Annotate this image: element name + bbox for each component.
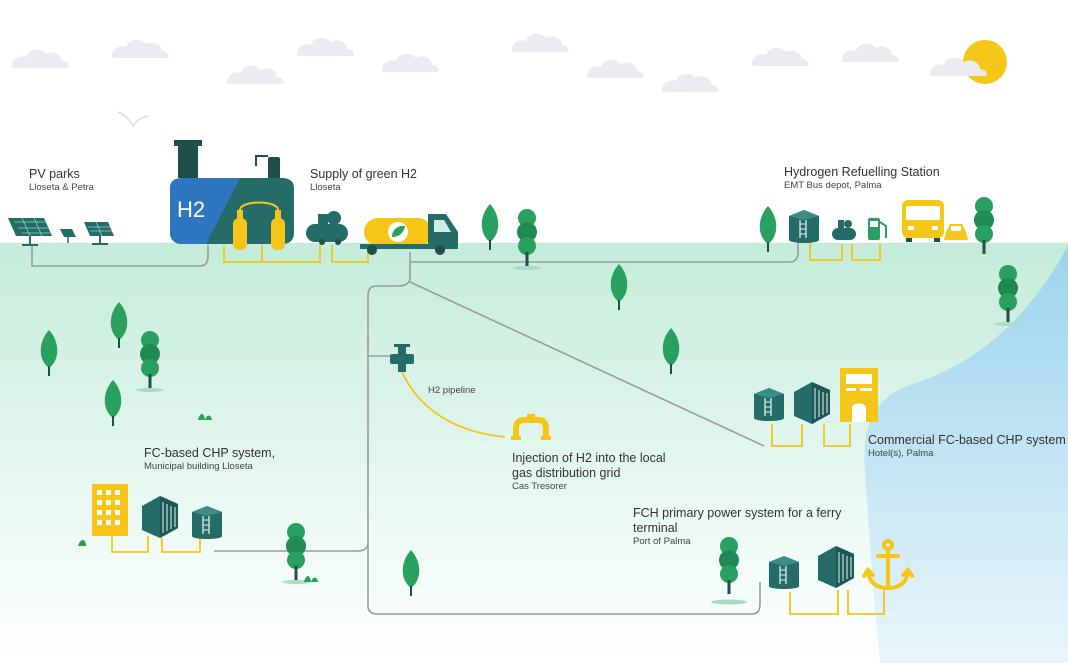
compressor-icon [306,211,348,245]
cloud [587,59,644,78]
bush-icon [198,414,212,420]
bird-icon [117,111,149,128]
storage-tank-icon [191,505,223,540]
refuelling-station-label: Hydrogen Refuelling Station EMT Bus depo… [784,165,940,192]
cloud [512,33,569,52]
pv-panels-icon [8,217,114,246]
cloud [382,53,439,72]
municipal-chp-location: Municipal building Lloseta [144,461,253,472]
green-h2-supply-location: Lloseta [310,182,341,193]
energy-links [111,242,885,615]
cloud [752,47,809,66]
ferry-terminal-label: FCH primary power system for a ferry ter… [633,506,841,548]
grid-injection-title-line2: gas distribution grid [512,466,621,480]
green-h2-supply-title: Supply of green H2 [310,167,418,181]
valve-icon [390,344,414,372]
cloud [112,39,169,58]
cloud [662,73,719,92]
fuel-pump-icon [868,218,887,240]
gas-grid-injection-icon [511,414,551,440]
anchor-icon [862,539,914,591]
bush-icon [78,540,86,546]
grid-injection-title-line1: Injection of H2 into the local [512,451,666,465]
hotel-icon [840,368,878,422]
pv-parks-location: Lloseta & Petra [29,182,94,193]
commercial-chp-label: Commercial FC-based CHP system Hotel(s),… [868,433,1066,460]
cloud [842,43,899,62]
distribution-network [31,242,799,615]
ferry-terminal-location: Port of Palma [633,536,691,547]
compressor-icon [832,220,856,240]
grid-injection-label: Injection of H2 into the local gas distr… [512,451,666,493]
commercial-chp-location: Hotel(s), Palma [868,448,934,459]
storage-tank-icon [788,209,820,244]
h2-pipeline-label: H2 pipeline [428,385,476,396]
municipal-building-icon [92,484,128,536]
cloud [227,65,284,84]
bush-icon [304,576,318,582]
pv-parks-label: PV parks Lloseta & Petra [29,167,94,194]
refuelling-station-location: EMT Bus depot, Palma [784,180,882,191]
grid-injection-location: Cas Tresorer [512,481,567,492]
municipal-chp-title: FC-based CHP system, [144,446,276,460]
h2-production-plant [170,140,294,250]
ferry-terminal-title-line1: FCH primary power system for a ferry [633,506,842,520]
ferry-terminal-title-line2: terminal [633,521,678,535]
storage-tank-icon [753,387,785,422]
cloud [12,49,69,68]
bus-icon [902,200,944,242]
green-h2-supply-label: Supply of green H2 Lloseta [310,167,417,194]
h2-badge: H2 [177,197,206,222]
municipal-chp-label: FC-based CHP system, Municipal building … [144,446,275,473]
ground [0,243,1068,663]
storage-tank-icon [768,555,800,590]
pv-parks-title: PV parks [29,167,80,181]
car-icon [944,224,968,240]
cloud [297,37,354,56]
refuelling-station-title: Hydrogen Refuelling Station [784,165,940,179]
h2-tanker-truck-icon [360,214,458,255]
sea [864,245,1068,663]
commercial-chp-title: Commercial FC-based CHP system [868,433,1066,447]
